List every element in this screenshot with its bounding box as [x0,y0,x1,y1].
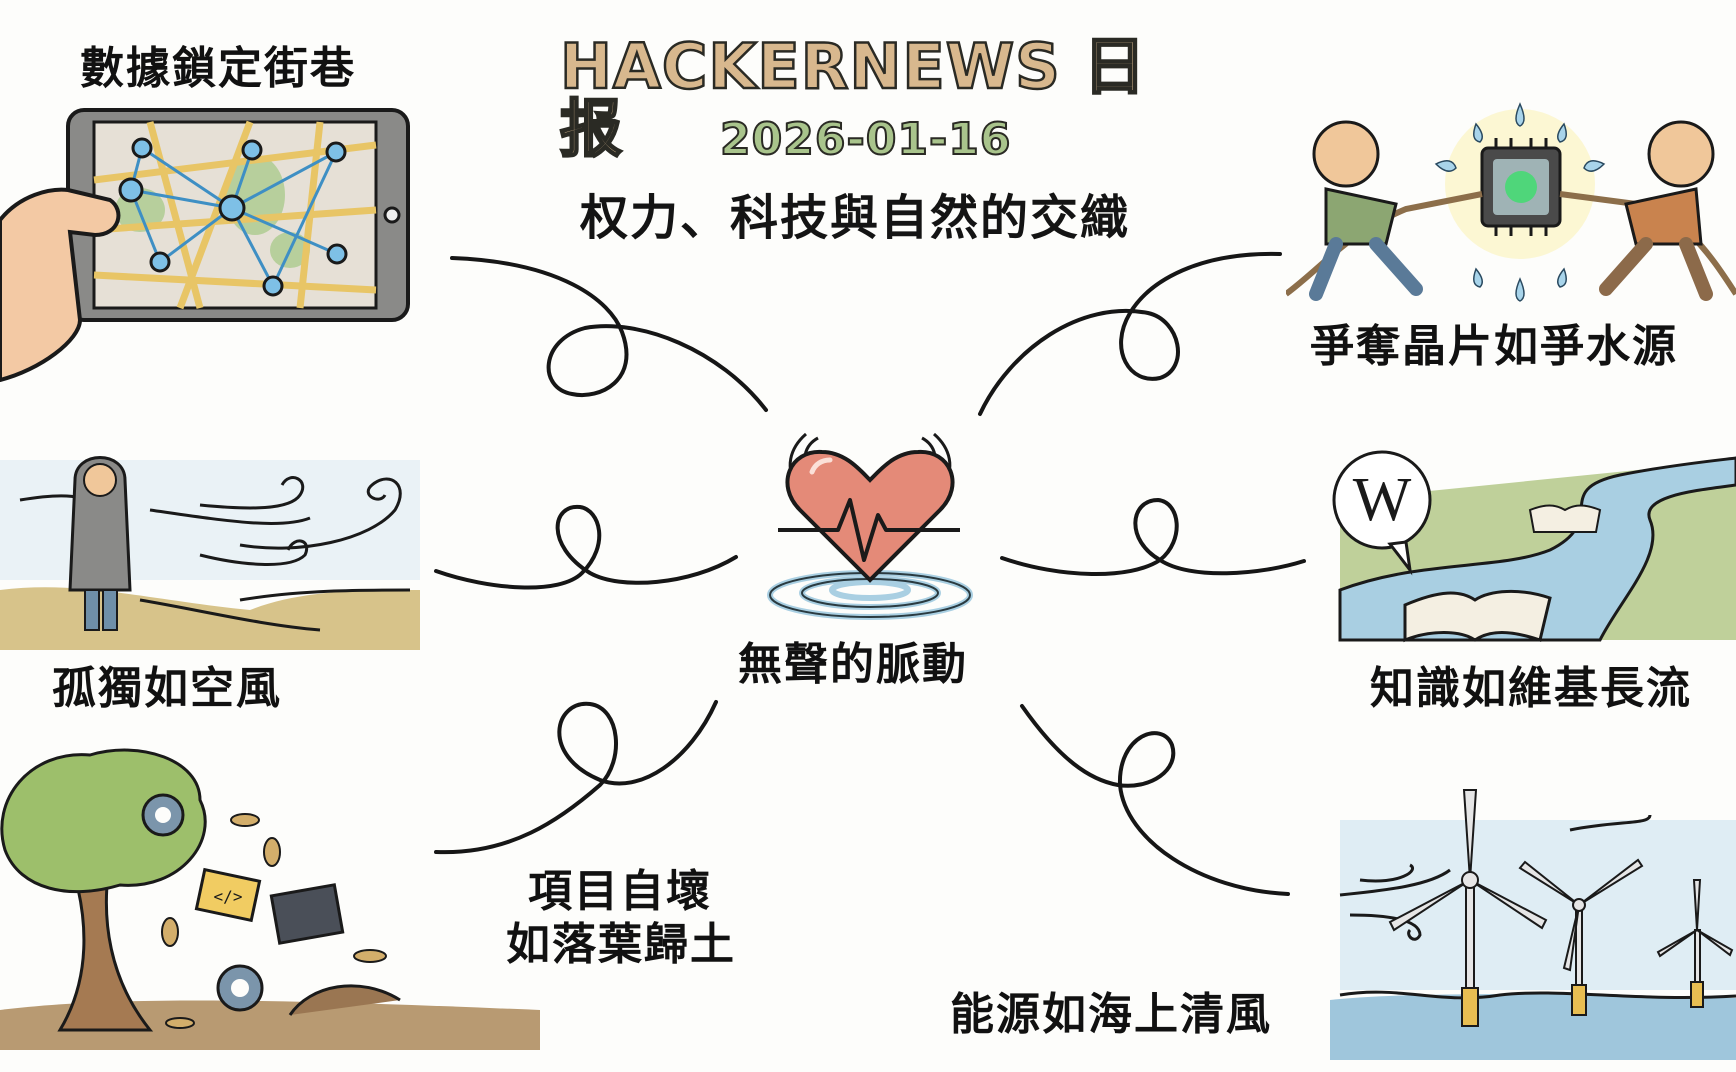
node-label-loneliness-wind: 孤獨如空風 [52,663,282,714]
connector-middle-right [1000,497,1306,577]
wiki-letter: W [1353,466,1412,534]
heartbeat-heart-icon [767,432,973,620]
node-label-energy-offshore: 能源如海上清風 [950,989,1272,1040]
center-label: 無聲的脈動 [738,639,968,690]
connector-bottom-right [1020,704,1290,896]
connector-middle-left [434,504,738,590]
code-glyph: </> [214,887,243,906]
wikipedia-river-books-icon: W [1332,450,1736,643]
page-subtitle: 权力、科技與自然的交織 [580,190,1131,246]
tablet-map-network-icon [0,108,410,383]
tug-of-war-chip-icon [1286,102,1736,302]
date-label: 2026-01-16 [719,114,1012,165]
connector-bottom-left [434,700,718,855]
connector-top-right [978,251,1282,416]
node-label-project-decay-line2: 如落葉歸土 [506,918,736,970]
hooded-person-wind-icon [0,456,420,650]
offshore-wind-turbines-icon [1330,789,1736,1060]
node-label-project-decay-line1: 項目自壞 [528,866,712,917]
page-title: HACKERNEWS 日报 [559,30,1147,165]
node-label-knowledge-wiki: 知識如維基長流 [1370,663,1692,714]
node-label-chip-water-fight: 爭奪晶片如爭水源 [1310,321,1678,372]
node-label-data-locks-streets: 數據鎖定街巷 [80,43,356,94]
connector-top-left [450,256,768,412]
tree-falling-code-leaves-icon: </> [0,748,540,1050]
node-label-project-decay: 項目自壞 如落葉歸土 [506,866,736,972]
